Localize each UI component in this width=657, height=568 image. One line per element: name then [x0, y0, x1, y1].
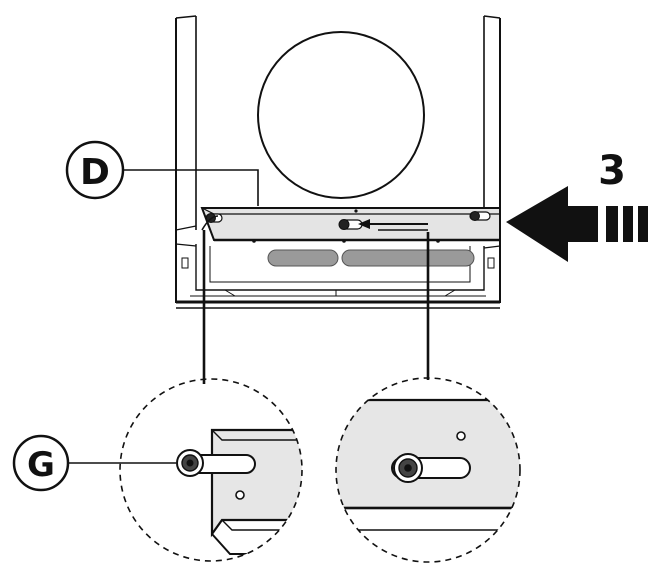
screw-icon [393, 453, 423, 483]
detail-zoom-right [335, 377, 521, 563]
detail-zoom-left [119, 378, 303, 562]
gray-slots [267, 249, 475, 267]
screw-icon [176, 449, 204, 477]
callout-d-label: D [80, 152, 110, 193]
callout-g [12, 434, 176, 492]
push-direction-arrow-icon [506, 186, 648, 262]
slide-direction-arrow-icon [358, 219, 428, 229]
zoom-leader-lines [201, 215, 430, 384]
callout-g-label: G [27, 445, 55, 485]
step-number: 3 [598, 148, 626, 194]
fan-circle [257, 31, 425, 199]
callout-d [65, 140, 259, 206]
appliance-body [175, 15, 501, 309]
mounting-rail [200, 207, 501, 243]
